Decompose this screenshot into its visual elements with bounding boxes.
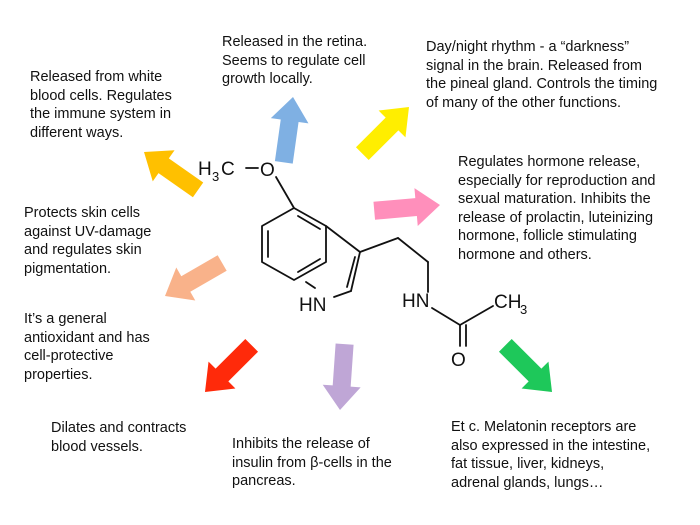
antioxidant-text: It’s a general antioxidant and has cell-… <box>24 311 150 383</box>
arrow-vessels <box>191 331 266 406</box>
retina-text: Released in the retina. Seems to regulat… <box>222 34 368 87</box>
melatonin-structure: H 3 C O HN HN CH 3 O <box>198 159 527 371</box>
arrow-circadian <box>348 93 423 168</box>
amide-nh-label: HN <box>402 291 429 312</box>
methoxy-c-label: C <box>221 159 235 180</box>
methyl-c-label: CH <box>494 292 521 313</box>
skin-text: Protects skin cells against UV-damage an… <box>24 205 152 277</box>
carbonyl-o-label: O <box>451 350 466 371</box>
other-text: Et c. Melatonin receptors are also expre… <box>451 419 651 491</box>
arrow-insulin <box>321 342 364 412</box>
immune-text: Released from white blood cells. Regulat… <box>30 69 172 141</box>
methyl-sub-label: 3 <box>520 302 527 317</box>
methoxy-sub-label: 3 <box>212 169 219 184</box>
circadian-text: Day/night rhythm - a “darkness” signal i… <box>426 39 658 111</box>
methoxy-h-label: H <box>198 159 212 180</box>
arrow-skin <box>155 246 232 313</box>
vessels-text: Dilates and contracts blood vessels. <box>51 420 187 455</box>
indole-nh-label: HN <box>299 295 326 316</box>
arrow-retina <box>264 94 312 166</box>
arrow-other <box>491 331 566 406</box>
hormone-text: Regulates hormone release, especially fo… <box>458 154 656 263</box>
methoxy-o-label: O <box>260 160 275 181</box>
insulin-text: Inhibits the release of insulin from β-c… <box>232 436 392 489</box>
arrow-hormone <box>372 186 442 230</box>
